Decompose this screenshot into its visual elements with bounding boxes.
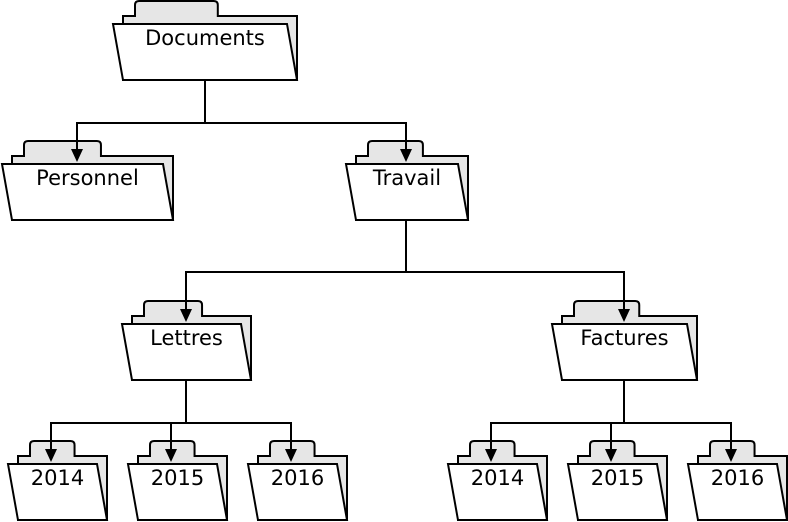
- folder-node-lettres-2016: 2016: [246, 440, 349, 521]
- folder-front-panel: [6, 463, 109, 521]
- folder-node-lettres: Lettres: [120, 300, 253, 381]
- folder-node-factures-2015: 2015: [566, 440, 669, 521]
- edge-factures-to-factures-2016: [623, 380, 732, 452]
- folder-label: 2016: [711, 466, 764, 490]
- arrowhead: [45, 449, 57, 462]
- folder-front-panel: [246, 463, 349, 521]
- folder-label: 2014: [31, 466, 84, 490]
- edge-documents-to-travail: [204, 80, 407, 152]
- folder-front-panel: [344, 163, 470, 221]
- folder-front-panel: [111, 23, 299, 81]
- arrowhead: [605, 449, 617, 462]
- edges-layer: [45, 80, 737, 462]
- folder-front-panel: [686, 463, 788, 521]
- folder-label: Documents: [145, 26, 265, 50]
- folder-node-lettres-2015: 2015: [126, 440, 229, 521]
- edge-lettres-to-lettres-2016: [185, 380, 292, 452]
- arrowhead: [165, 449, 177, 462]
- folder-node-factures: Factures: [550, 300, 699, 381]
- edge-travail-to-lettres: [185, 220, 407, 312]
- folder-label: Travail: [372, 166, 441, 190]
- folder-front-panel: [446, 463, 549, 521]
- folder-node-factures-2016: 2016: [686, 440, 788, 521]
- folder-label: Personnel: [36, 166, 139, 190]
- folder-node-personnel: Personnel: [0, 140, 175, 221]
- arrowhead: [180, 309, 192, 322]
- arrowhead: [618, 309, 630, 322]
- folder-node-factures-2014: 2014: [446, 440, 549, 521]
- folder-front-panel: [0, 163, 175, 221]
- folder-front-panel: [566, 463, 669, 521]
- folder-label: 2015: [151, 466, 204, 490]
- folder-node-lettres-2014: 2014: [6, 440, 109, 521]
- arrowhead: [400, 149, 412, 162]
- folder-label: 2016: [271, 466, 324, 490]
- arrowhead: [71, 149, 83, 162]
- folder-label: Factures: [580, 326, 668, 350]
- folder-label: 2015: [591, 466, 644, 490]
- folder-label: Lettres: [150, 326, 223, 350]
- folder-node-travail: Travail: [344, 140, 470, 221]
- arrowhead: [725, 449, 737, 462]
- folder-front-panel: [550, 323, 699, 381]
- folder-node-documents: Documents: [111, 0, 299, 81]
- folder-front-panel: [120, 323, 253, 381]
- folder-front-panel: [126, 463, 229, 521]
- arrowhead: [485, 449, 497, 462]
- folder-label: 2014: [471, 466, 524, 490]
- arrowhead: [285, 449, 297, 462]
- edge-travail-to-factures: [405, 220, 625, 312]
